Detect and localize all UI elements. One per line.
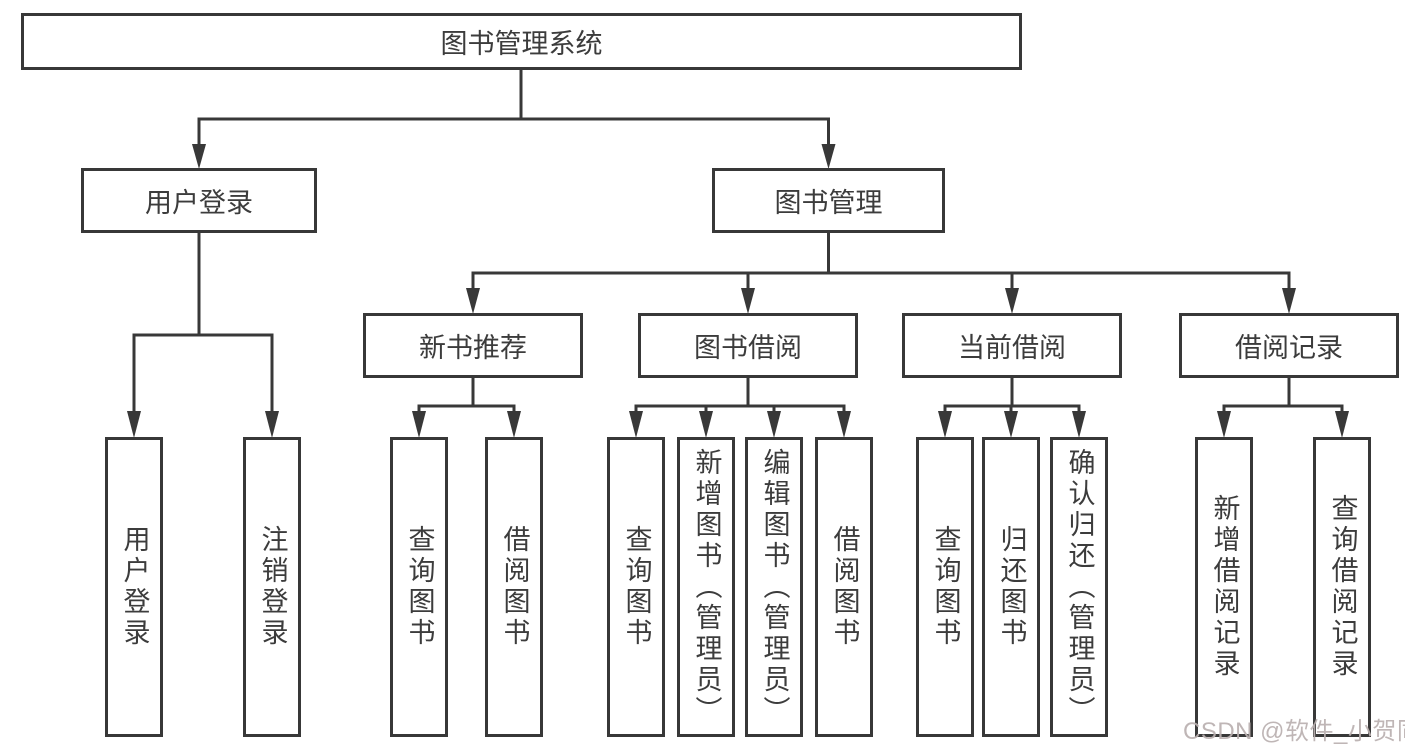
- node-book-borrow: 图书借阅: [638, 313, 858, 378]
- leaf-logout-label: 注销登录: [257, 525, 288, 649]
- node-book-management: 图书管理: [712, 168, 945, 233]
- node-current-borrow: 当前借阅: [902, 313, 1122, 378]
- leaf-add-borrow-record: 新增借阅记录: [1195, 437, 1253, 737]
- leaf-borrow-books-recommend: 借阅图书: [485, 437, 543, 737]
- arrow-heads: [127, 144, 1349, 438]
- leaf-borrow-books-borrow-label: 借阅图书: [829, 525, 860, 649]
- leaf-edit-books-admin-label: 编辑图书（管理员）: [759, 447, 790, 727]
- node-new-book-recommend: 新书推荐: [363, 313, 583, 378]
- leaf-user-login: 用户登录: [105, 437, 163, 737]
- leaf-query-books-current: 查询图书: [916, 437, 974, 737]
- leaf-add-books-admin-label: 新增图书（管理员）: [691, 447, 722, 727]
- leaf-query-borrow-record: 查询借阅记录: [1313, 437, 1371, 737]
- leaf-query-books-recommend-label: 查询图书: [404, 525, 435, 649]
- node-root: 图书管理系统: [21, 13, 1022, 70]
- leaf-user-login-label: 用户登录: [119, 525, 150, 649]
- leaf-query-borrow-record-label: 查询借阅记录: [1327, 494, 1358, 680]
- leaf-borrow-books-recommend-label: 借阅图书: [499, 525, 530, 649]
- node-user-login-branch: 用户登录: [81, 168, 317, 233]
- leaf-logout: 注销登录: [243, 437, 301, 737]
- node-user-login-branch-label: 用户登录: [145, 188, 253, 218]
- node-new-book-recommend-label: 新书推荐: [419, 333, 527, 363]
- leaf-confirm-return-admin-label: 确认归还（管理员）: [1064, 447, 1095, 727]
- node-book-borrow-label: 图书借阅: [694, 333, 802, 363]
- node-borrow-records-label: 借阅记录: [1235, 333, 1343, 363]
- leaf-query-books-current-label: 查询图书: [930, 525, 961, 649]
- leaf-query-books-borrow: 查询图书: [607, 437, 665, 737]
- leaf-return-books: 归还图书: [982, 437, 1040, 737]
- node-root-label: 图书管理系统: [440, 29, 603, 59]
- node-book-management-label: 图书管理: [774, 188, 883, 218]
- leaf-return-books-label: 归还图书: [996, 525, 1027, 649]
- leaf-confirm-return-admin: 确认归还（管理员）: [1050, 437, 1108, 737]
- leaf-add-borrow-record-label: 新增借阅记录: [1209, 494, 1240, 680]
- leaf-add-books-admin: 新增图书（管理员）: [677, 437, 735, 737]
- leaf-query-books-recommend: 查询图书: [390, 437, 448, 737]
- watermark: CSDN @软件_小贺同学: [1183, 718, 1405, 745]
- leaf-query-books-borrow-label: 查询图书: [621, 525, 652, 649]
- node-current-borrow-label: 当前借阅: [958, 333, 1066, 363]
- connector-rails: [132, 69, 1344, 413]
- node-borrow-records: 借阅记录: [1179, 313, 1399, 378]
- leaf-borrow-books-borrow: 借阅图书: [815, 437, 873, 737]
- leaf-edit-books-admin: 编辑图书（管理员）: [745, 437, 803, 737]
